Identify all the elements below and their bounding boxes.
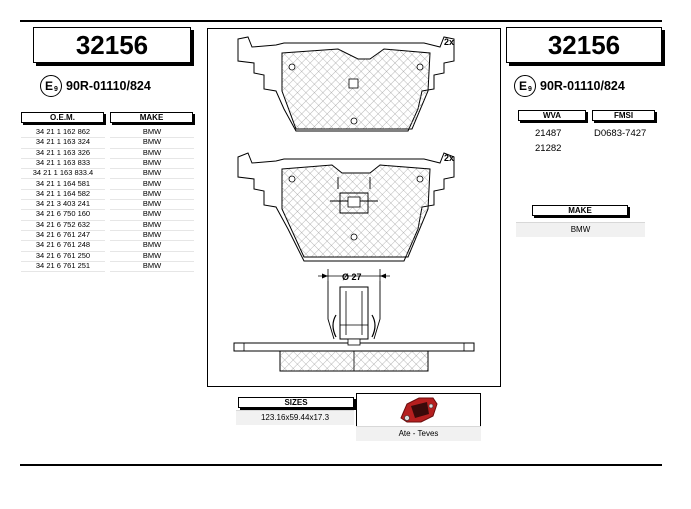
brake-pad-drawing: 2x 2x Ø 27 — [207, 28, 501, 387]
oem-make: BMW — [110, 189, 194, 201]
oem-make: BMW — [110, 137, 194, 149]
make-box-header: MAKE — [532, 205, 628, 216]
qty-top: 2x — [444, 37, 454, 47]
oem-make: BMW — [110, 148, 194, 159]
fmsi-header: FMSI — [592, 110, 655, 121]
diameter-label: Ø 27 — [342, 272, 362, 282]
brake-caliper-icon — [400, 397, 438, 423]
oem-number: 34 21 1 163 833 — [21, 158, 105, 170]
brake-pad-diagram: 2x 2x Ø 27 — [233, 36, 475, 372]
make-header: MAKE — [110, 112, 193, 123]
wva-value-2: 21282 — [535, 143, 562, 154]
oem-header: O.E.M. — [21, 112, 104, 123]
oem-number: 34 21 6 761 248 — [21, 240, 105, 252]
oem-number: 34 21 1 163 326 — [21, 148, 105, 159]
oem-number: 34 21 6 752 632 — [21, 220, 105, 231]
wva-value-1: 21487 — [535, 128, 562, 139]
oem-number: 34 21 6 761 251 — [21, 261, 105, 273]
oem-number: 34 21 6 750 160 — [21, 209, 105, 221]
fmsi-value-1: D0683-7427 — [594, 128, 647, 139]
top-rule — [20, 20, 662, 22]
oem-number: 34 21 6 761 247 — [21, 230, 105, 242]
system-logo-box — [356, 393, 481, 427]
oem-number: 34 21 1 164 582 — [21, 189, 105, 201]
oem-number: 34 21 1 164 581 — [21, 179, 105, 190]
oem-make: BMW — [110, 127, 194, 139]
oem-make: BMW — [110, 220, 194, 231]
oem-make: BMW — [110, 251, 194, 262]
oem-make: BMW — [110, 179, 194, 190]
ece-code: 90R-01110/824 — [66, 79, 151, 93]
oem-make: BMW — [110, 168, 194, 180]
bottom-rule — [20, 464, 662, 466]
oem-number: 34 21 6 761 250 — [21, 251, 105, 262]
make-box-value: BMW — [516, 222, 645, 237]
oem-make: BMW — [110, 261, 194, 273]
ece-code-right: 90R-01110/824 — [540, 79, 625, 93]
part-number-left: 32156 — [33, 27, 191, 63]
oem-make: BMW — [110, 240, 194, 252]
oem-number: 34 21 1 163 833.4 — [21, 168, 105, 180]
qty-bottom: 2x — [444, 153, 454, 163]
sizes-header: SIZES — [238, 397, 354, 408]
oem-number: 34 21 3 403 241 — [21, 199, 105, 211]
sizes-value: 123.16x59.44x17.3 — [236, 410, 354, 425]
oem-number: 34 21 1 163 324 — [21, 137, 105, 149]
system-label: Ate - Teves — [356, 426, 481, 441]
wva-header: WVA — [518, 110, 586, 121]
part-number-right: 32156 — [506, 27, 662, 63]
oem-make: BMW — [110, 209, 194, 221]
oem-make: BMW — [110, 158, 194, 170]
oem-make: BMW — [110, 230, 194, 242]
oem-number: 34 21 1 162 862 — [21, 127, 105, 139]
oem-make: BMW — [110, 199, 194, 211]
